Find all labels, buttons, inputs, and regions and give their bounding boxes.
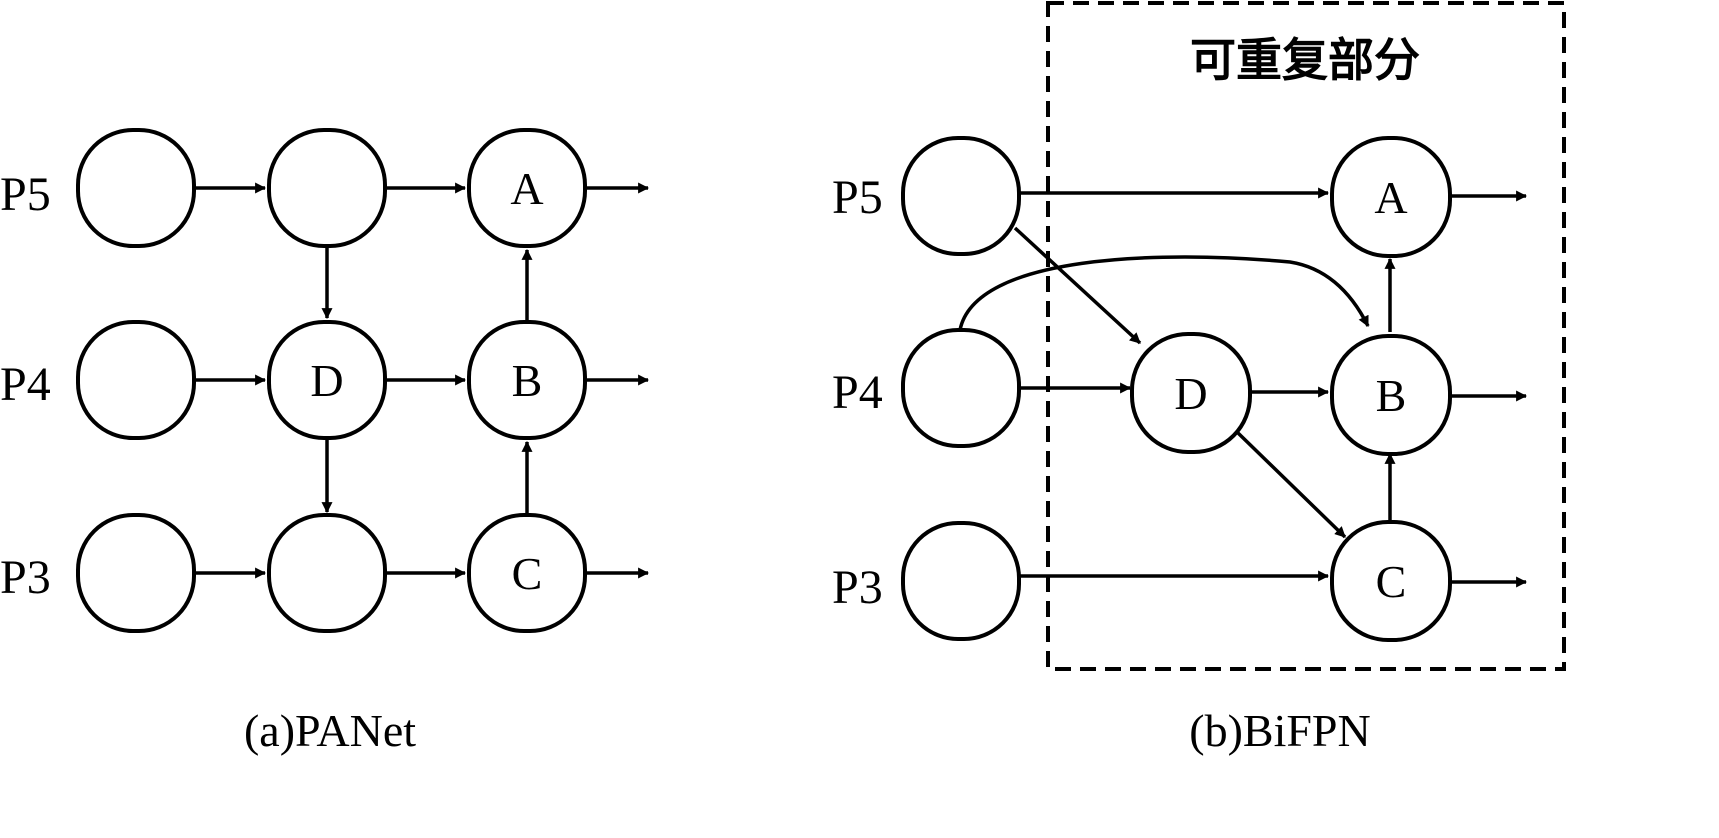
panet-node-c-label: C [512,548,543,599]
panet-node-p5-input [76,128,196,248]
panet-node-d [267,320,387,440]
bifpn-node-c-label: C [1376,556,1407,607]
bifpn-row-label-p3: P3 [832,561,883,614]
bifpn-diagram: 可重复部分 P5 P4 P3 [832,1,1566,756]
panet-caption: (a)PANet [244,705,416,756]
panet-node-b [467,320,587,440]
bifpn-node-b [1330,334,1452,456]
bifpn-nodes [901,136,1452,642]
panet-nodes [76,128,587,633]
panet-diagram: P5 P4 P3 [0,128,650,756]
bifpn-edge-p5-to-d [1013,226,1142,345]
bifpn-edge-d-to-c [1235,430,1347,539]
panet-node-a [467,128,587,248]
panet-row-label-p3: P3 [0,551,51,604]
bifpn-node-d-label: D [1174,368,1207,419]
repeatable-block-box [1046,1,1566,671]
panet-node-b-label: B [512,355,543,406]
bifpn-node-a-label: A [1374,172,1407,223]
panet-node-a-label: A [510,163,543,214]
panet-node-c [467,513,587,633]
bifpn-caption: (b)BiFPN [1189,705,1370,756]
bifpn-node-p4-input [901,328,1021,448]
bifpn-node-d [1130,332,1252,454]
bifpn-node-b-label: B [1376,370,1407,421]
panet-row-label-p4: P4 [0,358,51,411]
bifpn-node-a [1330,136,1452,258]
bifpn-node-p3-input [901,521,1021,641]
panet-node-p3-mid [267,513,387,633]
panet-node-p4-input [76,320,196,440]
panet-row-label-p5: P5 [0,168,51,221]
repeatable-block-title: 可重复部分 [1190,33,1420,87]
bifpn-edges [958,187,1528,588]
bifpn-node-p5-input [901,136,1021,256]
bifpn-edge-p4-to-b-skip [958,255,1370,331]
bifpn-node-c [1330,520,1452,642]
panet-edges [194,182,650,579]
panet-node-p5-mid [267,128,387,248]
bifpn-row-label-p4: P4 [832,366,883,419]
panet-node-p3-input [76,513,196,633]
panet-node-d-label: D [310,355,343,406]
bifpn-row-label-p5: P5 [832,171,883,224]
